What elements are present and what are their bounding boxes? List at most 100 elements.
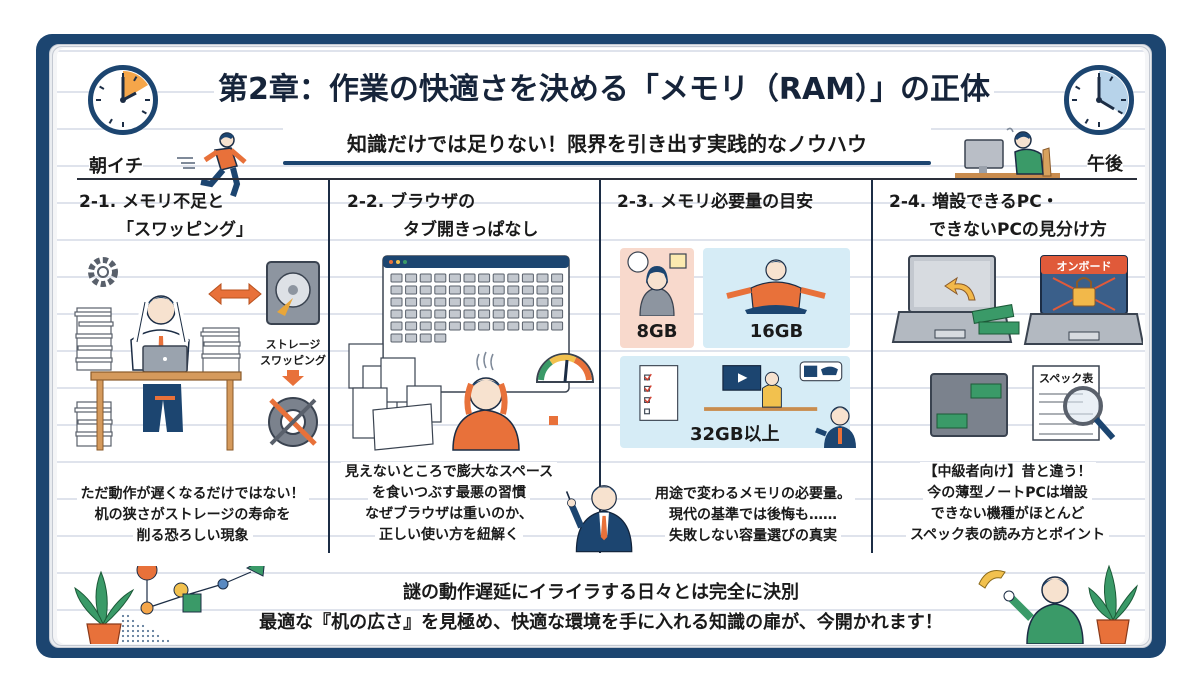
- browser-tab-icon: [536, 297, 549, 307]
- browser-tab-icon: [390, 333, 403, 343]
- browser-tab-icon: [434, 309, 447, 319]
- browser-tabs-illustration: [348, 255, 595, 451]
- footer-text-2: 最適な『机の広さ』を見極め、快適な環境を手に入れる知識の扉が、今開かれます！: [253, 612, 949, 633]
- notebook-page: 朝イチ 第2章：作業の快適さを決める「メモリ（RAM）」の正体 知識だけでは足り…: [57, 48, 1145, 644]
- browser-tab-icon: [478, 321, 491, 331]
- browser-tab-icon: [551, 309, 564, 319]
- section-heading-line1: 2-1. メモリ不足と: [79, 192, 225, 212]
- halftone-dot: [156, 634, 160, 638]
- section-2-4-heading: 2-4. 増設できるPC・ できないPCの見分け方: [889, 188, 1107, 244]
- browser-tab-icon: [434, 333, 447, 343]
- halftone-dot: [131, 624, 135, 628]
- browser-tab-icon: [551, 321, 564, 331]
- page-title: 第2章：作業の快適さを決める「メモリ（RAM）」の正体: [194, 64, 1014, 108]
- halftone-dot: [121, 624, 125, 628]
- browser-tab-icon: [478, 285, 491, 295]
- halftone-dot: [136, 639, 140, 643]
- browser-tab-icon: [536, 321, 549, 331]
- description-line: 削る恐ろしい現象: [132, 526, 253, 547]
- subtitle-banner: 知識だけでは足りない！限界を引き出す実践的なノウハウ: [283, 128, 931, 165]
- halftone-dot: [141, 629, 145, 633]
- halftone-dot: [131, 629, 135, 633]
- halftone-dot: [121, 619, 125, 623]
- browser-tab-icon: [448, 285, 461, 295]
- morning-label: 朝イチ: [89, 152, 143, 178]
- browser-tab-icon: [463, 297, 476, 307]
- browser-tab-icon: [463, 321, 476, 331]
- halftone-dot: [136, 629, 140, 633]
- halftone-dot: [151, 639, 155, 643]
- browser-tab-icon: [478, 273, 491, 283]
- halftone-dot: [136, 624, 140, 628]
- swapping-label: スワッピング: [260, 353, 326, 367]
- browser-tab-icon: [492, 285, 505, 295]
- section-heading-line1: 2-2. ブラウザの: [347, 192, 476, 212]
- column-divider: [871, 180, 873, 553]
- browser-tab-icon: [419, 297, 432, 307]
- halftone-dot: [126, 639, 130, 643]
- halftone-dot: [131, 639, 135, 643]
- column-divider: [328, 180, 330, 553]
- description-line: なぜブラウザは重いのか、: [361, 504, 537, 525]
- browser-tab-icon: [478, 297, 491, 307]
- halftone-dot: [121, 614, 125, 618]
- storage-label: ストレージ: [266, 338, 321, 351]
- browser-tab-icon: [419, 309, 432, 319]
- worried-woman-icon: [627, 251, 687, 316]
- halftone-dot: [146, 634, 150, 638]
- header-divider: [77, 178, 1137, 180]
- browser-tab-icon: [419, 273, 432, 283]
- browser-tab-icon: [551, 285, 564, 295]
- browser-tab-icon: [434, 273, 447, 283]
- browser-tab-icon: [463, 309, 476, 319]
- description-line: 失敗しない容量選びの真実: [665, 526, 841, 547]
- halftone-dot: [141, 634, 145, 638]
- halftone-dot: [126, 619, 130, 623]
- subtitle-underline: [283, 161, 931, 165]
- browser-tab-icon: [492, 309, 505, 319]
- browser-tab-icon: [390, 297, 403, 307]
- browser-tab-icon: [521, 297, 534, 307]
- browser-tab-icon: [434, 297, 447, 307]
- footer-line-2: 最適な『机の広さ』を見極め、快適な環境を手に入れる知識の扉が、今開かれます！: [57, 608, 1145, 634]
- browser-tab-icon: [463, 285, 476, 295]
- section-2-2-description: 見えないところで膨大なスペース を食いつぶす最悪の習慣 なぜブラウザは重いのか、…: [329, 462, 569, 546]
- tier-8gb-card: 8GB: [620, 248, 694, 348]
- power-user-icon: [639, 361, 843, 421]
- tier-32gb-card: 32GB以上: [620, 356, 850, 448]
- section-heading-line1: 2-4. 増設できるPC・: [889, 192, 1059, 212]
- description-line: を食いつぶす最悪の習慣: [368, 483, 530, 504]
- presenter-pointing-icon: [565, 485, 633, 553]
- browser-tab-icon: [419, 333, 432, 343]
- page-title-text: 第2章：作業の快適さを決める「メモリ（RAM）」の正体: [213, 72, 995, 107]
- browser-tab-icon: [419, 321, 432, 331]
- browser-tab-icon: [507, 273, 520, 283]
- browser-tab-icon: [390, 321, 403, 331]
- subtitle-text: 知識だけでは足りない！限界を引き出す実践的なノウハウ: [283, 128, 931, 157]
- description-line: 現代の基準では後悔も……: [665, 505, 841, 526]
- halftone-dot: [126, 624, 130, 628]
- browser-tab-icon: [521, 321, 534, 331]
- halftone-dot: [126, 634, 130, 638]
- browser-tab-icon: [390, 273, 403, 283]
- footer-line-1: 謎の動作遅延にイライラする日々とは完全に決別: [57, 578, 1145, 604]
- halftone-dot: [131, 619, 135, 623]
- browser-tab-icon: [463, 273, 476, 283]
- afternoon-clock-icon: [1064, 65, 1134, 135]
- description-line: 机の狭さがストレージの寿命を: [90, 505, 295, 526]
- swapping-illustration: ストレージ スワッピング: [74, 257, 326, 451]
- browser-tab-icon: [405, 321, 418, 331]
- halftone-dot: [141, 639, 145, 643]
- section-2-1-description: ただ動作が遅くなるだけではない！ 机の狭さがストレージの寿命を 削る恐ろしい現象: [57, 484, 328, 547]
- halftone-dot: [161, 639, 165, 643]
- browser-tab-icon: [390, 309, 403, 319]
- browser-tab-icon: [405, 309, 418, 319]
- browser-tab-icon: [405, 297, 418, 307]
- browser-tab-icon: [478, 309, 491, 319]
- halftone-dot: [126, 629, 130, 633]
- browser-tab-icon: [551, 297, 564, 307]
- section-2-4-description: 【中級者向け】昔と違う！ 今の薄型ノートPCは増設 できない機種がほとんど スペ…: [872, 462, 1143, 546]
- tired-worker-icon: [955, 127, 1060, 178]
- browser-tab-icon: [405, 285, 418, 295]
- browser-tab-icon: [492, 321, 505, 331]
